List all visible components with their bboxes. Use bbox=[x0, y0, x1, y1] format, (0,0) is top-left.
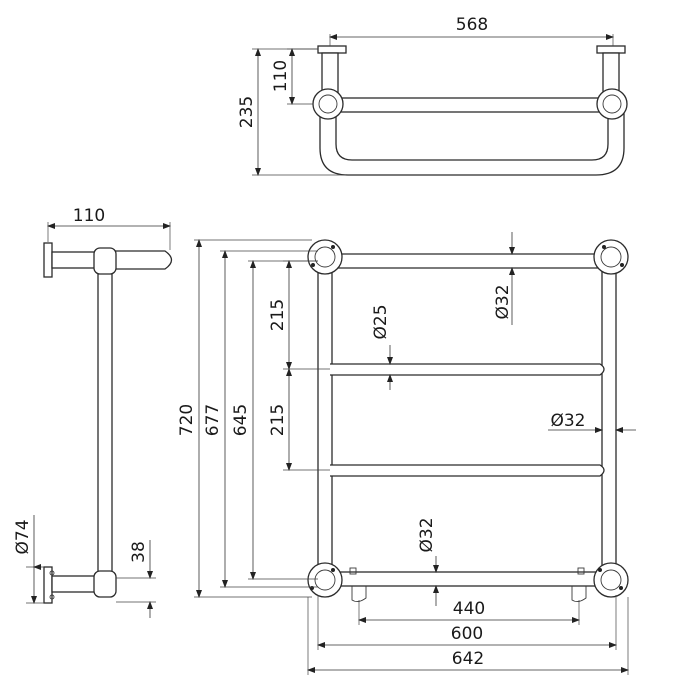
front-joint-top-right bbox=[593, 239, 629, 275]
dim-label-677: 677 bbox=[203, 404, 223, 436]
dim-label-440: 440 bbox=[453, 599, 485, 619]
front-left-upright bbox=[317, 254, 333, 579]
front-right-upright bbox=[601, 254, 617, 579]
front-bottom-rail bbox=[329, 571, 605, 587]
dim-label-74: Ø74 bbox=[13, 519, 33, 554]
top-right-flange bbox=[596, 45, 626, 54]
dim-label-top-110: 110 bbox=[271, 60, 291, 92]
front-joint-top-left bbox=[307, 239, 343, 275]
side-bottom-flange bbox=[43, 566, 53, 604]
front-bottom-bracket-left bbox=[351, 586, 367, 603]
dim-label-upright-32: Ø32 bbox=[550, 411, 585, 431]
front-top-rail bbox=[330, 253, 610, 269]
top-view: 568 110 235 bbox=[237, 15, 628, 176]
dim-label-642: 642 bbox=[452, 649, 484, 669]
dim-label-235: 235 bbox=[237, 96, 257, 128]
top-right-joint bbox=[596, 88, 628, 120]
top-u-rail-inner bbox=[335, 110, 609, 161]
dim-label-215-upper: 215 bbox=[268, 299, 288, 331]
side-top-joint bbox=[93, 247, 117, 275]
front-bottom-bracket-right bbox=[571, 586, 587, 603]
side-top-rail bbox=[112, 250, 173, 270]
dim-label-bottom-rail-32: Ø32 bbox=[417, 517, 437, 552]
side-upright bbox=[97, 261, 113, 579]
dim-label-215-lower: 215 bbox=[268, 404, 288, 436]
side-bottom-joint bbox=[93, 570, 117, 598]
top-left-stem bbox=[321, 52, 339, 94]
dim-label-38: 38 bbox=[129, 541, 149, 563]
top-left-joint bbox=[312, 88, 344, 120]
top-right-stem bbox=[602, 52, 620, 94]
front-joint-bottom-right bbox=[593, 562, 629, 598]
side-view: 110 Ø74 38 bbox=[13, 206, 173, 618]
dim-label-645: 645 bbox=[231, 404, 251, 436]
dim-label-600: 600 bbox=[451, 624, 483, 644]
top-u-rail-outer bbox=[319, 110, 625, 176]
top-left-flange bbox=[317, 45, 347, 54]
dim-label-middle-rail-25: Ø25 bbox=[371, 304, 391, 339]
top-straight-rail bbox=[339, 97, 605, 113]
side-top-flange bbox=[43, 242, 53, 278]
front-joint-bottom-left bbox=[307, 562, 343, 598]
dim-label-720: 720 bbox=[177, 404, 197, 436]
front-middle-rail-1 bbox=[330, 363, 605, 376]
dim-label-568: 568 bbox=[456, 15, 488, 35]
dim-label-side-110: 110 bbox=[73, 206, 105, 226]
front-middle-rail-2 bbox=[330, 464, 605, 477]
dim-label-top-rail-32: Ø32 bbox=[493, 284, 513, 319]
front-view: 720 677 645 215 215 Ø32 Ø25 Ø32 bbox=[177, 232, 636, 675]
